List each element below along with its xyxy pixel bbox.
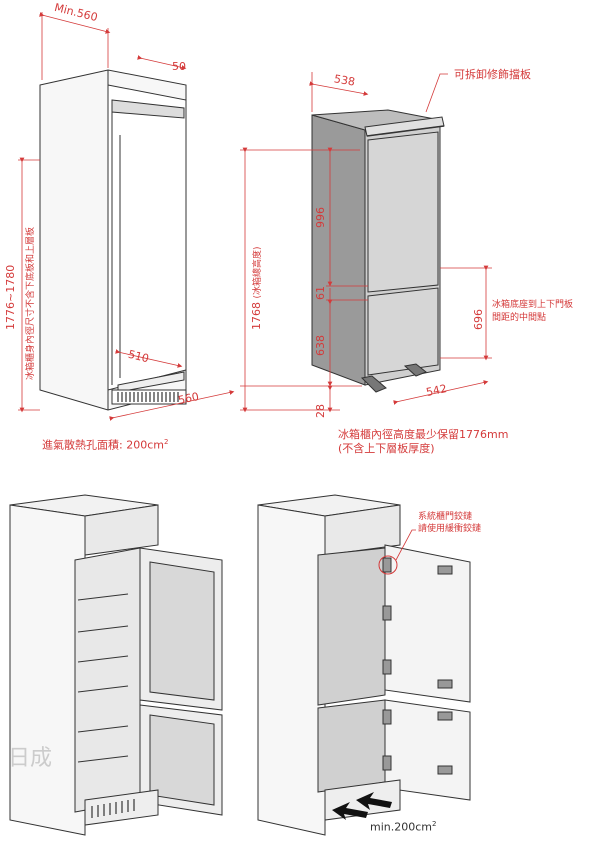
- hinge-note-line1: 系統櫃門鉸鏈: [418, 512, 473, 522]
- hinge-leader: [395, 529, 416, 561]
- removable-panel-label: 可拆卸修飾擋板: [454, 68, 531, 81]
- dim-lower-638: 638: [314, 335, 327, 356]
- cabinet-note: 冰箱櫃身內徑尺寸不含下底板和上層板: [26, 226, 36, 380]
- dim-height-1768: 1768 (冰箱總高度): [250, 246, 263, 330]
- fridge-unit: [311, 109, 445, 393]
- min-height-line2: (不含上下層板厚度): [338, 442, 435, 455]
- cabinet-niche: [39, 69, 187, 411]
- install-open-doors: [9, 494, 223, 836]
- dim-upper-996: 996: [314, 207, 327, 228]
- vent-area-label: 進氣散熱孔面積: 200cm2: [42, 438, 169, 452]
- dim-gap-61: 61: [314, 286, 327, 300]
- dim-door-696: 696: [472, 309, 485, 330]
- airflow-arrows: [332, 792, 392, 820]
- min-height-line1: 冰箱櫃內徑高度最少保留1776mm: [338, 428, 509, 441]
- watermark-text: 日成: [8, 746, 53, 771]
- door-note-line2: 間距的中間點: [492, 313, 547, 323]
- hinge-note-line2: 請使用緩衝鉸鏈: [418, 524, 482, 534]
- dim-base-28: 28: [314, 404, 327, 418]
- airflow-label: min.200cm2: [370, 820, 437, 834]
- dim-height-range: 1776~1780: [4, 264, 17, 330]
- dim-depth-50: 50: [172, 60, 186, 73]
- fridge-dimension-lines: [240, 72, 492, 413]
- door-note-line1: 冰箱底座到上下門板: [492, 300, 574, 310]
- cabinet-dimension-lines: [18, 12, 235, 421]
- install-hinges: [257, 494, 471, 836]
